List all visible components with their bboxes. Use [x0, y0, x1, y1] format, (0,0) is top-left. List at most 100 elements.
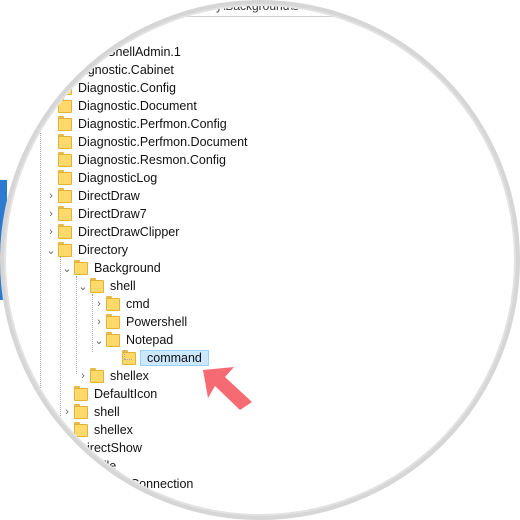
tree-item-label: agement.Connection — [78, 477, 194, 491]
tree-guide-line — [92, 294, 93, 352]
spacer — [44, 169, 58, 187]
folder-icon — [74, 385, 88, 403]
folder-icon — [58, 169, 72, 187]
tree-item-label: nt Control — [78, 495, 133, 509]
tree-item-label: DirectDraw — [78, 189, 140, 203]
tree-item-label: Diagnostic.Config — [78, 81, 176, 95]
tree-item-diagnostic-resmon-config[interactable]: Diagnostic.Resmon.Config — [44, 151, 228, 169]
collapse-chevron-icon[interactable]: ⌄ — [46, 244, 56, 257]
tree-item-background[interactable]: ⌄ Background — [60, 259, 163, 277]
folder-icon — [106, 295, 120, 313]
tree-item-label: Notepad — [126, 333, 174, 347]
tree-guide-line — [124, 350, 125, 359]
expand-chevron-icon[interactable]: › — [81, 370, 85, 382]
tree-item-shelladmin[interactable]: hellAdmin — [44, 25, 135, 43]
tree-item-label: DefaultIcon — [94, 387, 158, 401]
tree-item-defaulticon[interactable]: DefaultIcon — [60, 385, 159, 403]
expand-chevron-icon[interactable]: › — [97, 298, 101, 310]
spacer — [44, 115, 58, 133]
spacer — [44, 475, 58, 493]
tree-item-command[interactable]: command — [108, 349, 209, 367]
tree-item-shellex[interactable]: › shellex — [76, 367, 151, 385]
expand-chevron-icon[interactable]: › — [65, 406, 69, 418]
spacer — [108, 349, 122, 367]
tree-item-label: shellex — [94, 423, 133, 437]
tree-item-label: Diagnostic.Perfmon.Config — [78, 117, 227, 131]
tree-item-shell[interactable]: ⌄shell — [76, 277, 138, 295]
tree-item-label: Diagnostic.Resmon.Config — [78, 153, 226, 167]
tree-guide-line — [124, 359, 132, 360]
tree-item-diagnostic-document[interactable]: Diagnostic.Document — [44, 97, 199, 115]
tree-item-diagnosticlog[interactable]: DiagnosticLog — [44, 169, 159, 187]
tree-item-shellex[interactable]: › shellex — [60, 421, 135, 439]
tree-item-label: shell — [94, 405, 120, 419]
pointer-arrow-icon — [203, 367, 252, 410]
expand-chevron-icon[interactable]: › — [49, 442, 53, 454]
spacer — [44, 457, 58, 475]
folder-icon — [90, 367, 104, 385]
folder-icon — [74, 259, 88, 277]
tree-item-diagnostic-config[interactable]: Diagnostic.Config — [44, 79, 178, 97]
tree-item-cmd[interactable]: ›cmd — [92, 295, 152, 313]
folder-icon — [58, 115, 72, 133]
tree-item-directdraw[interactable]: › DirectDraw — [44, 187, 142, 205]
folder-icon — [122, 349, 136, 367]
folder-icon — [58, 151, 72, 169]
expand-chevron-icon[interactable]: › — [49, 190, 53, 202]
tree-item-directory[interactable]: ⌄Directory — [44, 241, 130, 259]
tree-item-label: ctXFile — [78, 459, 117, 473]
spacer — [44, 493, 58, 511]
folder-icon — [58, 43, 72, 61]
folder-icon — [58, 61, 72, 79]
folder-icon — [58, 457, 72, 475]
tree-item-directdraw7[interactable]: ›DirectDraw7 — [44, 205, 149, 223]
tree-item-diskmanagement-control[interactable]: nt Control — [44, 493, 134, 511]
collapse-chevron-icon[interactable]: ⌄ — [78, 280, 88, 293]
tree-guide-line — [76, 276, 77, 374]
folder-icon — [106, 313, 120, 331]
collapse-chevron-icon[interactable]: ⌄ — [94, 334, 104, 347]
expand-chevron-icon[interactable]: › — [49, 208, 53, 220]
tree-item-diagnostic-perfmon-document[interactable]: Diagnostic.Perfmon.Document — [44, 133, 250, 151]
tree-guide-line — [40, 26, 41, 446]
tree-item-label: DiagnosticLog — [78, 171, 158, 185]
magnifier-circle: ry\Background\s hellAdmin n.DfsShellAdmin… — [3, 3, 517, 517]
spacer — [60, 385, 74, 403]
tree-item-label: DirectShow — [78, 441, 142, 455]
tree-item-diagnostic-cabinet[interactable]: iagnostic.Cabinet — [44, 61, 176, 79]
folder-icon — [58, 187, 72, 205]
folder-icon — [58, 223, 72, 241]
expand-chevron-icon[interactable]: › — [49, 226, 53, 238]
tree-item-diskmanagement-connection[interactable]: agement.Connection — [44, 475, 195, 493]
tree-item-label: iagnostic.Cabinet — [78, 63, 174, 77]
tree-item-label: Diagnostic.Perfmon.Document — [78, 135, 248, 149]
tree-item-directdrawclipper[interactable]: ›DirectDrawClipper — [44, 223, 181, 241]
tree-item-label: Diagnostic.Document — [78, 99, 197, 113]
expand-chevron-icon[interactable]: › — [97, 316, 101, 328]
spacer — [44, 61, 58, 79]
collapse-chevron-icon[interactable]: ⌄ — [62, 262, 72, 275]
tree-item-label: command — [140, 350, 209, 366]
folder-icon — [74, 403, 88, 421]
folder-icon — [74, 421, 88, 439]
address-bar[interactable]: ry\Background\s — [66, 3, 486, 17]
folder-icon — [58, 97, 72, 115]
tree-item-directshow[interactable]: › DirectShow — [44, 439, 144, 457]
folder-icon — [58, 475, 72, 493]
tree-item-label: n.DfsShellAdmin.1 — [78, 45, 181, 59]
address-path-text: ry\Background\s — [212, 3, 299, 13]
tree-item-directxfile[interactable]: ctXFile — [44, 457, 118, 475]
spacer — [44, 79, 58, 97]
tree-item-label: hellAdmin — [78, 27, 133, 41]
tree-item-diagnostic-perfmon-config[interactable]: Diagnostic.Perfmon.Config — [44, 115, 229, 133]
tree-item-label: shellex — [110, 369, 149, 383]
folder-icon — [58, 205, 72, 223]
folder-icon — [58, 493, 72, 511]
tree-item-notepad[interactable]: ⌄ Notepad — [92, 331, 175, 349]
expand-chevron-icon[interactable]: › — [65, 424, 69, 436]
tree-item-m-dfsshelladmin-1[interactable]: n.DfsShellAdmin.1 — [44, 43, 183, 61]
tree-item-shell[interactable]: › shell — [60, 403, 122, 421]
tree-item-powershell[interactable]: ›Powershell — [92, 313, 189, 331]
tree-item-label: Background — [94, 261, 161, 275]
